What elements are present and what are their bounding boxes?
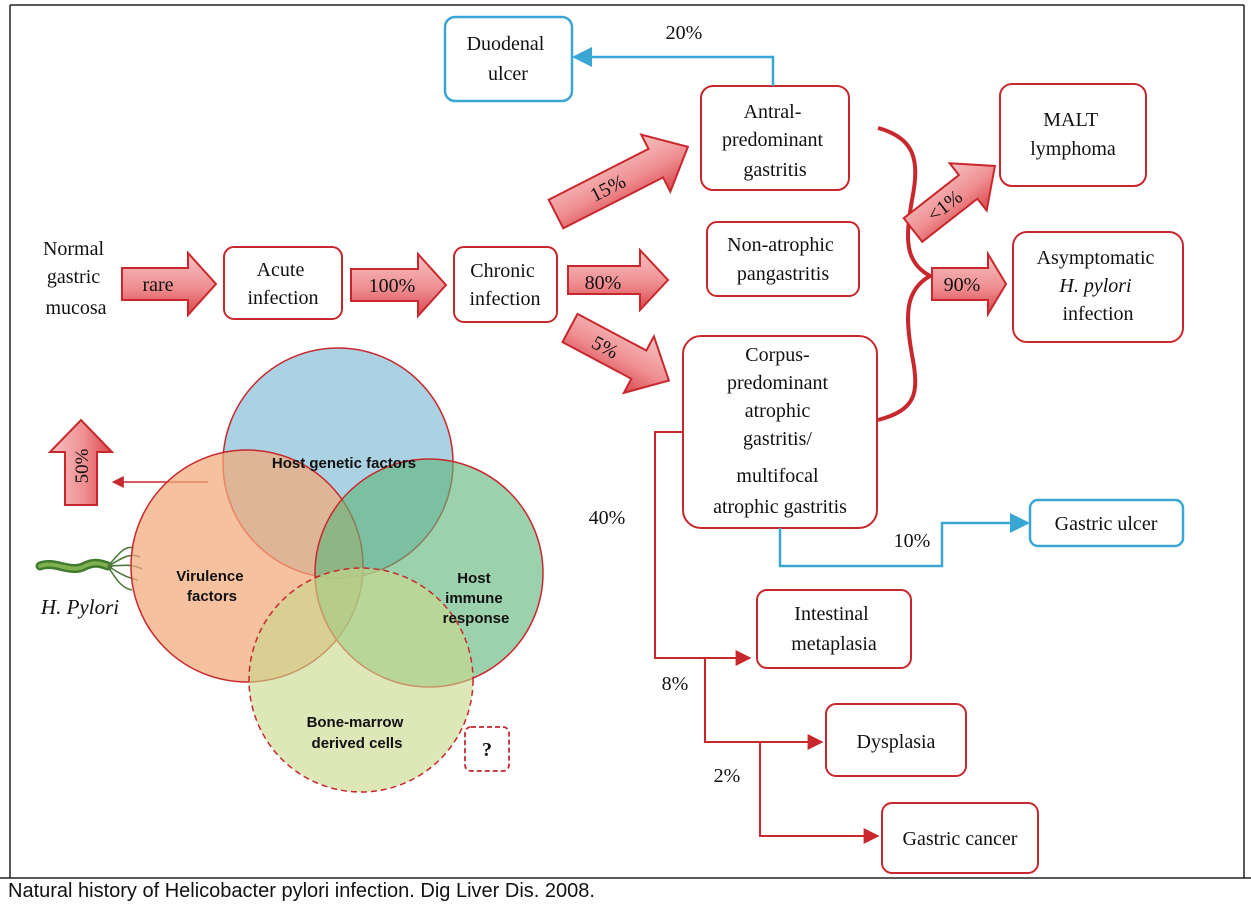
progression-lines: 40% 8% 2% [589,431,880,844]
duodenal-ulcer-node: Duodenal ulcer [443,15,574,103]
arrow-90: 90% [931,250,1008,318]
arrow-15: 15% [547,133,690,230]
arrow-100-label: 100% [369,275,416,297]
arrow-10: 10% [778,513,1030,568]
svg-text:Corpus- predominant: Corpus- predominant atrophic gastritis/ … [713,344,847,518]
arrow-50: 50% [47,418,115,506]
venn-host-genetic-label: Host genetic factors [272,455,416,472]
arrow-80: 80% [567,247,670,313]
arrow-20: 20% [572,22,775,86]
arrow-90-label: 90% [944,274,981,296]
acute-infection-node: Acute infection [223,246,343,320]
figure-caption: Natural history of Helicobacter pylori i… [8,880,595,902]
h-pylori-label: H. Pylori [40,595,119,619]
svg-text:MALT lymphoma: MALT lymphoma [1030,109,1116,160]
asymptomatic-node: Asymptomatic H. pylori infection [1012,231,1184,343]
dysplasia-node: Dysplasia [825,703,967,777]
corpus-atrophic-gastritis-node: Corpus- predominant atrophic gastritis/ … [682,335,878,529]
venn-bone-marrow-circle [248,567,474,793]
arrow-5: 5% [561,312,671,395]
svg-text:Non-atrophic pangastriti: Non-atrophic pangastritis [727,234,839,285]
arrow-10-label: 10% [894,530,931,552]
svg-text:Dysplasia: Dysplasia [857,731,936,753]
arrow-80-label: 80% [585,272,622,294]
arrow-rare: rare [121,250,218,318]
venn-bone-marrow-label: Bone-marrow derived cells [307,714,408,752]
arrow-lt1: <1% [902,162,997,244]
arrow-8-label: 8% [662,673,689,695]
svg-text:Intestinal metaplasia: Intestinal metaplasia [791,603,877,655]
curly-brace [877,126,935,422]
unknown-factor-box: ? [464,726,510,772]
svg-text:Gastric cancer: Gastric cancer [903,828,1018,850]
svg-text:Antral- predominant: Antral- predominant gastritis [722,101,828,181]
venn-host-immune-label: Host immune response [443,570,510,627]
svg-text:Chronic infection: Chronic infection [469,260,540,310]
non-atrophic-pangastritis-node: Non-atrophic pangastritis [706,221,860,297]
normal-mucosa-label: Normal gastric mucosa [43,238,109,319]
arrow-40-label: 40% [589,507,626,529]
arrow-100: 100% [350,251,448,319]
antral-gastritis-node: Antral- predominant gastritis [700,85,850,191]
svg-text:Gastric ulcer: Gastric ulcer [1055,513,1158,535]
arrow-2-label: 2% [714,765,741,787]
arrow-50-label: 50% [72,448,93,483]
gastric-cancer-node: Gastric cancer [881,802,1039,874]
intestinal-metaplasia-node: Intestinal metaplasia [756,589,912,669]
gastric-ulcer-node: Gastric ulcer [1028,498,1185,548]
h-pylori-bacterium-icon [35,546,143,591]
frame-lines [0,4,1251,879]
svg-text:Asymptomatic H. pylori: Asymptomatic H. pylori infection [1037,247,1160,325]
chronic-infection-node: Chronic infection [453,246,558,323]
svg-text:?: ? [482,739,492,761]
malt-lymphoma-node: MALT lymphoma [999,83,1147,187]
svg-text:Acute infection: Acute infection [247,259,318,309]
arrow-rare-label: rare [142,274,173,296]
svg-text:Duodenal ulcer: Duodenal ulcer [467,33,550,85]
arrow-20-label: 20% [666,22,703,44]
venn-virulence-label: Virulence factors [176,568,247,605]
venn-diagram: Host genetic factors Virulence factors H… [130,347,544,793]
